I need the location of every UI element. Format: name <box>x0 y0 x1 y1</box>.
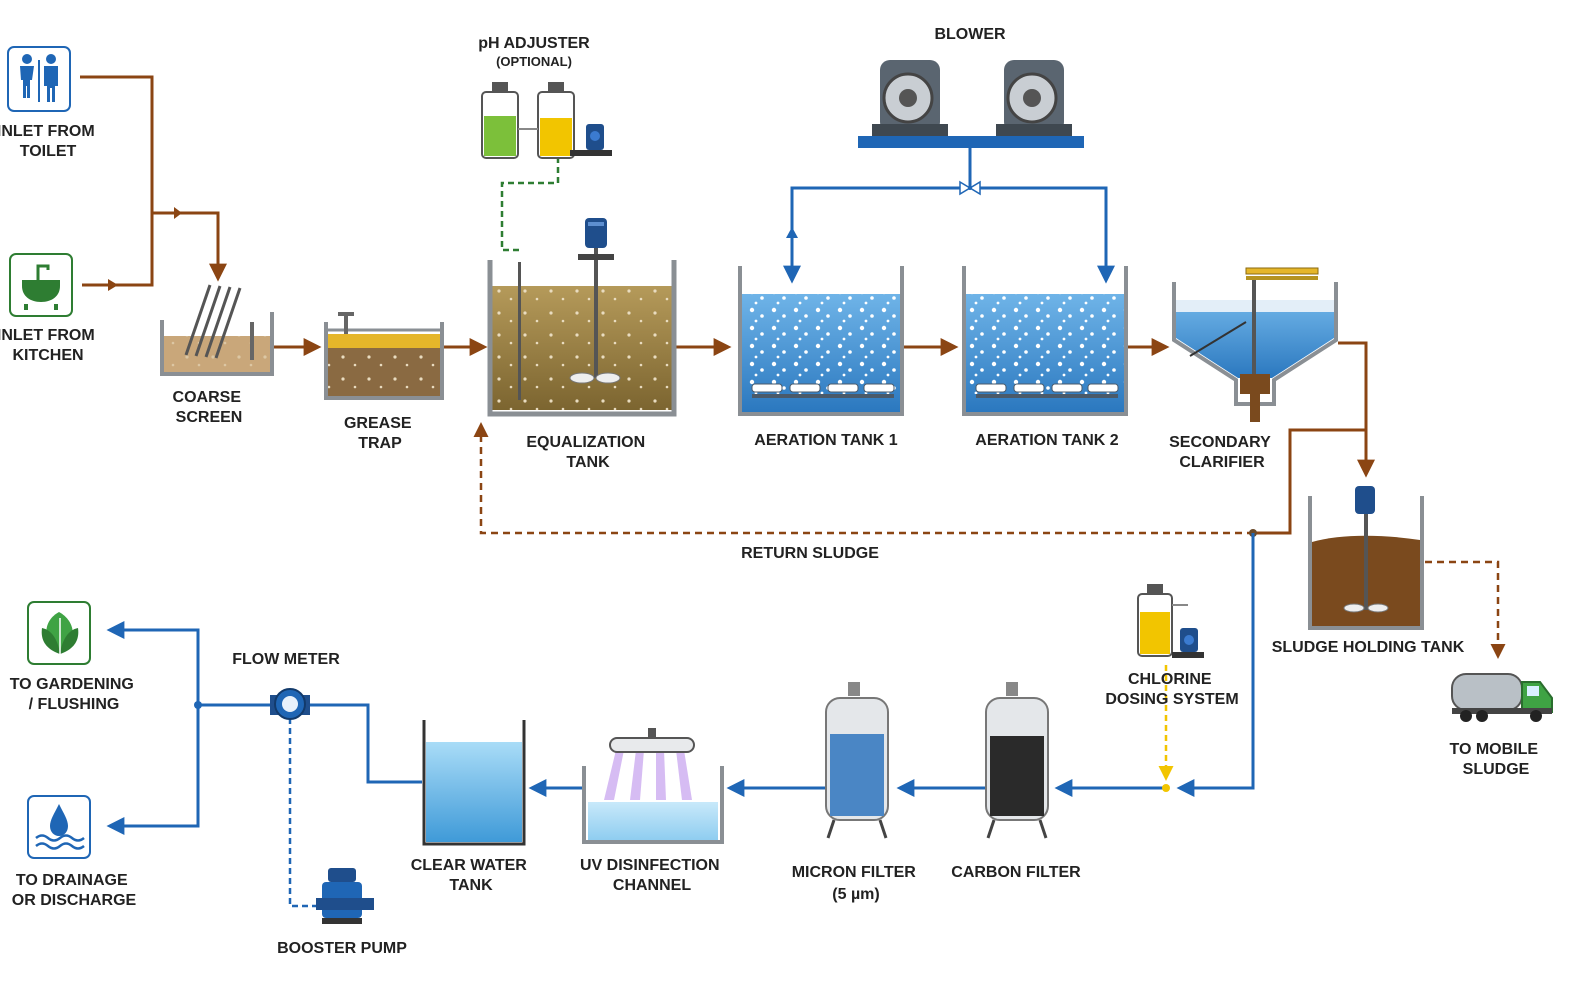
flow-meter-label: FLOW METER <box>232 651 340 668</box>
ph-dosing-pump-icon <box>570 124 612 156</box>
chlorine-dosing-pump-icon <box>1172 628 1204 658</box>
water-drop-icon <box>27 795 91 859</box>
mobile-sludge-label: TO MOBILE SLUDGE <box>1449 741 1542 778</box>
ph-adjuster-label: pH ADJUSTER <box>478 35 590 52</box>
return-sludge-label: RETURN SLUDGE <box>741 545 879 562</box>
screen-bars <box>184 284 242 359</box>
clear-water-tank-unit <box>422 720 526 846</box>
sludge-holding-tank-label: SLUDGE HOLDING TANK <box>1272 639 1465 656</box>
sludge-holding-tank-unit <box>1308 496 1424 630</box>
chlorine-injection-point <box>1162 784 1170 792</box>
flow-meter-icon <box>270 688 310 720</box>
coarse-screen-label: COARSE SCREEN <box>173 389 246 426</box>
distribution-junction <box>194 701 202 709</box>
ph-adjuster-optional: (OPTIONAL) <box>496 54 572 69</box>
equalization-tank-unit <box>487 248 677 417</box>
uv-channel-unit <box>582 750 724 844</box>
inlet-kitchen-label: INLET FROM KITCHEN <box>0 327 99 364</box>
secondary-clarifier-label: SECONDARY CLARIFIER <box>1169 434 1275 471</box>
uv-lamp-icon <box>609 728 695 753</box>
carbon-filter-unit <box>985 682 1049 839</box>
restroom-icon <box>7 46 71 112</box>
aeration-tank-2-unit <box>962 266 1128 416</box>
inlet-toilet-label: INLET FROM TOILET <box>0 123 99 160</box>
booster-pump-line <box>288 718 318 908</box>
grease-trap-unit <box>324 312 444 400</box>
secondary-clarifier-unit <box>1172 267 1338 422</box>
gardening-label: TO GARDENING / FLUSHING <box>10 676 139 713</box>
micron-filter-unit <box>825 682 889 839</box>
return-sludge-line <box>473 422 1254 535</box>
aeration-tank-1-label: AERATION TANK 1 <box>754 432 898 449</box>
aeration-tank-2-label: AERATION TANK 2 <box>975 432 1119 449</box>
uv-channel-label: UV DISINFECTION CHANNEL <box>580 857 724 894</box>
mixer-motor-icon <box>585 218 607 248</box>
carbon-filter-label: CARBON FILTER <box>951 864 1081 881</box>
sludge-mixer-motor-icon <box>1355 486 1375 514</box>
drainage-label: TO DRAINAGE OR DISCHARGE <box>12 872 137 909</box>
booster-pump-label: BOOSTER PUMP <box>277 940 407 957</box>
blower-unit <box>858 60 1084 148</box>
air-lines <box>783 148 1115 284</box>
equalization-tank-label: EQUALIZATION TANK <box>526 434 649 471</box>
micron-filter-label: MICRON FILTER (5 µm) <box>792 864 921 903</box>
chlorine-dosing-tank <box>1137 584 1188 657</box>
ph-dosing-tanks <box>481 82 575 159</box>
kitchen-arrowhead <box>108 279 118 291</box>
blower-label: BLOWER <box>934 26 1006 43</box>
air-up-arrow <box>786 227 798 238</box>
leaf-icon <box>27 601 91 665</box>
aeration-tank-1-unit <box>738 266 904 416</box>
mobile-sludge-line <box>1425 560 1506 659</box>
clear-water-tank-label: CLEAR WATER TANK <box>411 857 532 894</box>
toilet-arrowhead <box>174 207 182 219</box>
tanker-truck-icon <box>1451 673 1553 722</box>
grease-trap-label: GREASE TRAP <box>344 415 416 452</box>
chlorine-dosing-label: CHLORINE DOSING SYSTEM <box>1105 671 1238 708</box>
ph-dosing-line <box>500 157 560 252</box>
booster-pump-icon <box>316 868 374 924</box>
treated-water-lines <box>106 533 1255 835</box>
coarse-screen-unit <box>160 284 274 376</box>
sink-icon <box>9 253 73 317</box>
uv-light-rays <box>604 750 692 800</box>
air-valve-icon <box>959 180 981 196</box>
